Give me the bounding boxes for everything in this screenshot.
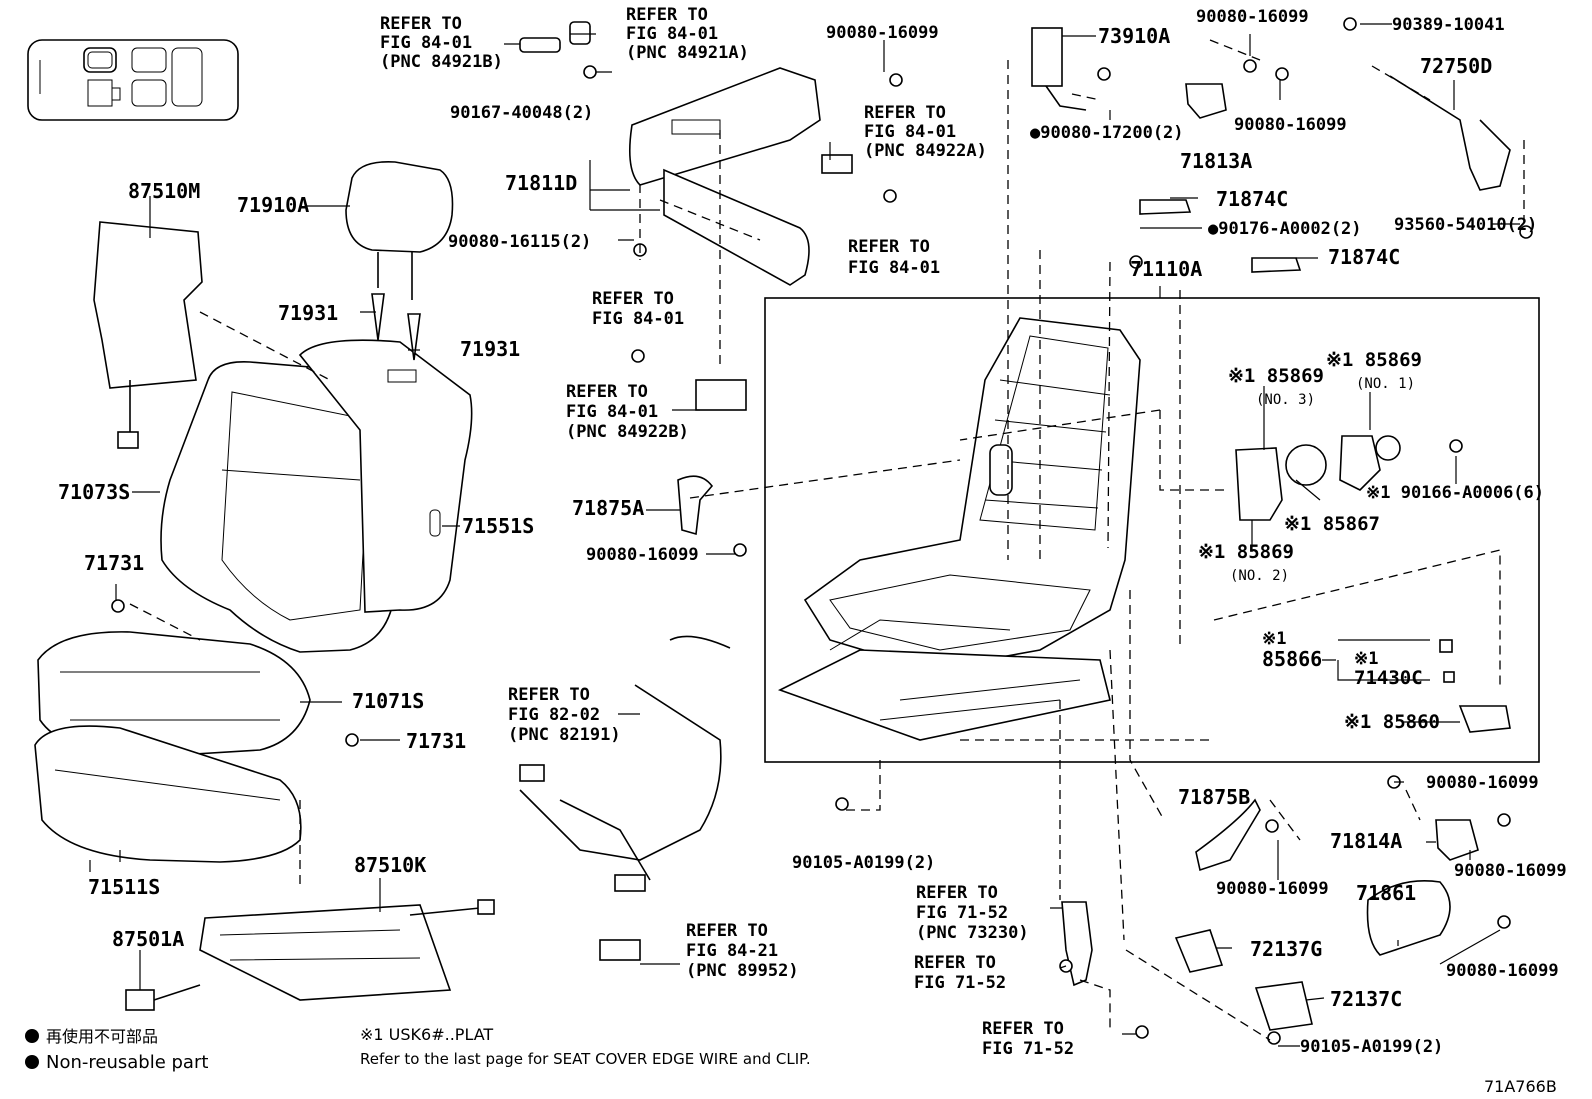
switch-clip-parts — [519, 21, 853, 411]
label-71875a: 71875A — [572, 496, 644, 520]
label-72137g: 72137G — [1250, 937, 1322, 961]
label-71430c: 71430C — [1354, 667, 1423, 689]
label-90080-16099-a: 90080-16099 — [826, 23, 939, 43]
label-85869-no2: ※1 85869 — [1198, 541, 1294, 563]
label-90105-b: 90105-A0199(2) — [1300, 1037, 1443, 1057]
label-71731-b: 71731 — [406, 729, 466, 753]
seatback-heater-mat — [93, 221, 203, 449]
label-71874c-a: 71874C — [1216, 187, 1288, 211]
label-90389: 90389-10041 — [1392, 15, 1505, 35]
legend-japanese: 再使用不可部品 — [46, 1027, 158, 1046]
label-87510k: 87510K — [354, 853, 426, 877]
label-93560: 93560-54010(2) — [1394, 215, 1537, 235]
non-reusable-dot-icon — [25, 1029, 39, 1043]
label-71813a: 71813A — [1180, 149, 1252, 173]
label-90080-17200: ●90080-17200(2) — [1030, 123, 1184, 143]
cushion-heater-mat — [125, 899, 495, 1011]
label-90080-16099-f: 90080-16099 — [1454, 861, 1567, 881]
wire-harness — [519, 635, 731, 961]
label-71551s: 71551S — [462, 514, 534, 538]
legend: 再使用不可部品 Non-reusable part ※1 USK6#..PLAT… — [25, 1025, 1557, 1096]
label-85869-no1: ※1 85869 — [1326, 349, 1422, 371]
label-90167: 90167-40048(2) — [450, 103, 593, 123]
label-85866-mark: ※1 — [1262, 629, 1286, 649]
label-71071s: 71071S — [352, 689, 424, 713]
non-reusable-dot-icon — [25, 1055, 39, 1069]
seat-frame-box — [764, 297, 1540, 763]
label-87501a: 87501A — [112, 927, 184, 951]
vehicle-locator-icon — [27, 39, 239, 121]
seat-frame-assembly — [777, 317, 1141, 741]
label-71511s: 71511S — [88, 875, 160, 899]
label-71430c-mark: ※1 — [1354, 649, 1378, 669]
figure-code: 71A766B — [1484, 1077, 1557, 1096]
top-right-parts — [677, 27, 1511, 536]
fastener-icons — [111, 17, 1533, 1045]
label-72750d: 72750D — [1420, 54, 1492, 78]
note-refer-last-page: Refer to the last page for SEAT COVER ED… — [360, 1050, 811, 1068]
label-71731-a: 71731 — [84, 551, 144, 575]
label-90080-16099-g: 90080-16099 — [1216, 879, 1329, 899]
label-71814a: 71814A — [1330, 829, 1402, 853]
seat-cushion-pad — [34, 725, 302, 863]
label-85869-no2-sub: (NO. 2) — [1230, 568, 1289, 584]
assembly-dashed-lines — [129, 39, 1525, 1041]
label-85869-no3-sub: (NO. 3) — [1256, 392, 1315, 408]
label-85866: 85866 — [1262, 647, 1322, 671]
seatback-pad — [298, 339, 473, 613]
label-72137c: 72137C — [1330, 987, 1402, 1011]
label-71110a: 71110A — [1130, 257, 1202, 281]
side-shield-front — [628, 67, 821, 286]
label-85869-no3: ※1 85869 — [1228, 365, 1324, 387]
label-71910a: 71910A — [237, 193, 309, 217]
leader-lines — [89, 23, 1520, 1047]
label-90080-16099-b: 90080-16099 — [1196, 7, 1309, 27]
label-71073s: 71073S — [58, 480, 130, 504]
headrest — [345, 161, 454, 300]
label-85860: ※1 85860 — [1344, 711, 1440, 733]
note-usk6: ※1 USK6#..PLAT — [360, 1025, 493, 1044]
label-90080-16099-d: 90080-16099 — [586, 545, 699, 565]
label-90080-16099-c: 90080-16099 — [1234, 115, 1347, 135]
legend-english: Non-reusable part — [46, 1052, 208, 1073]
label-71861: 71861 — [1356, 881, 1416, 905]
label-71931-a: 71931 — [278, 301, 338, 325]
label-90176: ●90176-A0002(2) — [1208, 219, 1362, 239]
label-71874c-b: 71874C — [1328, 245, 1400, 269]
label-90105-a: 90105-A0199(2) — [792, 853, 935, 873]
label-73910a: 73910A — [1098, 24, 1170, 48]
seatback-cover — [160, 361, 401, 653]
label-85867: ※1 85867 — [1284, 513, 1380, 535]
label-71931-b: 71931 — [460, 337, 520, 361]
label-90080-16099-h: 90080-16099 — [1446, 961, 1559, 981]
label-87510m: 87510M — [128, 179, 200, 203]
label-90080-16115: 90080-16115(2) — [448, 232, 591, 252]
label-71875b: 71875B — [1178, 785, 1250, 809]
label-90166: ※1 90166-A0006(6) — [1366, 483, 1544, 503]
label-71811d: 71811D — [505, 171, 577, 195]
label-90080-16099-e: 90080-16099 — [1426, 773, 1539, 793]
recliner-parts — [1235, 435, 1511, 733]
label-85869-no1-sub: (NO. 1) — [1356, 376, 1415, 392]
misc-bottom-right-parts — [1061, 798, 1479, 1031]
